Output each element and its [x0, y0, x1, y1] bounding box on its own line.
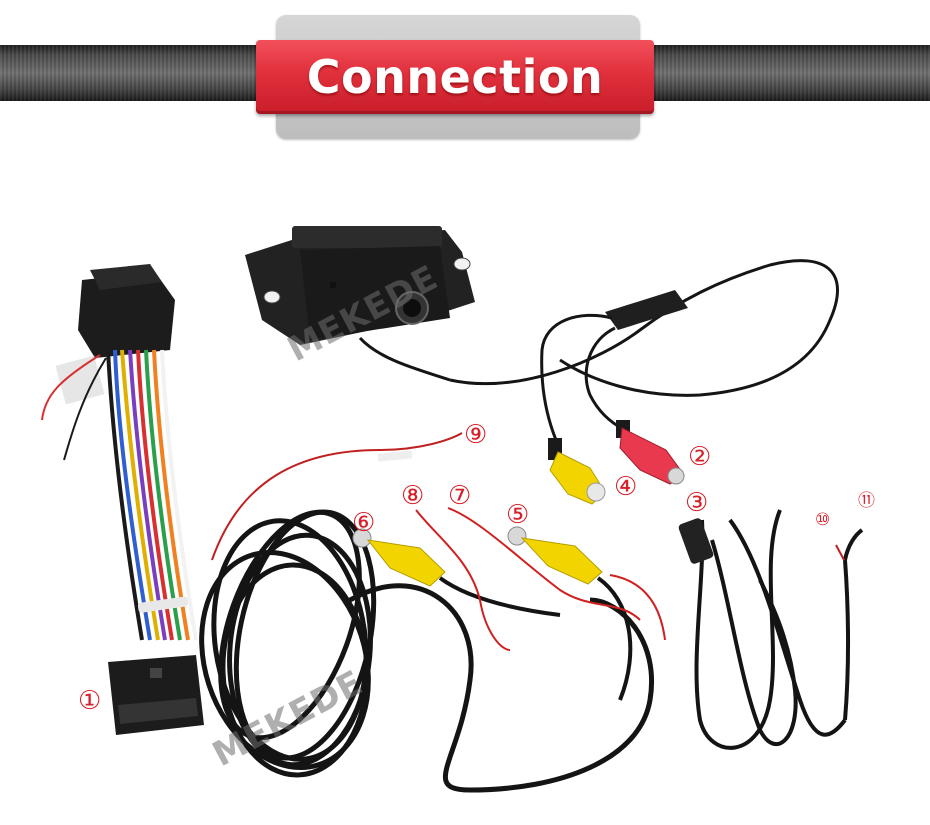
callout-10: ⑩	[815, 510, 831, 530]
callout-3: ③	[685, 488, 709, 518]
header-ribbon	[256, 40, 654, 114]
harness-connector	[55, 264, 175, 405]
callout-4: ④	[614, 472, 638, 502]
power-cable	[694, 509, 864, 750]
callout-1: ①	[78, 686, 102, 716]
wire-bundle	[41, 349, 198, 641]
rca-red-camera	[616, 420, 685, 485]
camera-module	[245, 226, 475, 382]
callout-6: ⑥	[352, 508, 376, 538]
callout-9: ⑨	[464, 420, 488, 450]
coiled-cable	[199, 509, 654, 793]
callout-7: ⑦	[448, 481, 472, 511]
rca-yellow-6	[352, 528, 561, 617]
rca-yellow-camera	[548, 438, 606, 505]
callout-2: ②	[688, 442, 712, 472]
callout-11: ⑪	[858, 491, 875, 511]
callout-5: ⑤	[506, 500, 530, 530]
callout-8: ⑧	[401, 481, 425, 511]
harness-plug	[108, 655, 204, 735]
rca-yellow-5	[507, 526, 633, 701]
page-title: Connection	[306, 50, 604, 104]
